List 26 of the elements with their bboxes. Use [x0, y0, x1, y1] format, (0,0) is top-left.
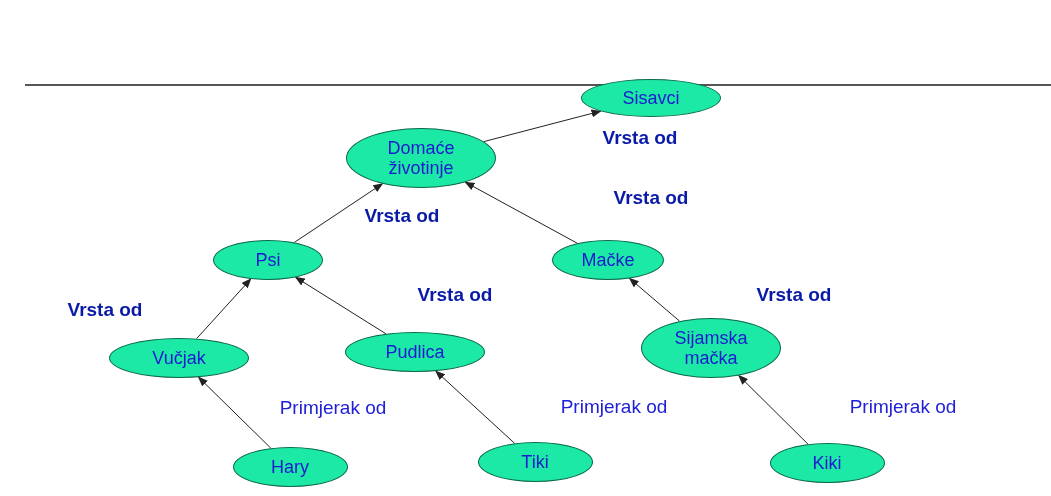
- edge-label: Vrsta od: [756, 282, 832, 307]
- node-label: Tiki: [521, 452, 549, 472]
- node-label: Sisavci: [622, 88, 680, 108]
- node-label: Hary: [271, 457, 309, 477]
- node-label: Psi: [255, 250, 281, 270]
- edge-label: Primjerak od: [279, 395, 387, 420]
- node-label: Vučjak: [152, 348, 206, 368]
- node-label: Pudlica: [385, 342, 445, 362]
- edge-label: Vrsta od: [602, 125, 678, 150]
- node-label: Kiki: [812, 453, 842, 473]
- edge-label: Vrsta od: [364, 203, 440, 228]
- edge-label: Vrsta od: [613, 185, 689, 210]
- edge-label: Vrsta od: [67, 297, 143, 322]
- arrow: [483, 109, 602, 143]
- arrow: [196, 278, 252, 340]
- node-label: Domaće životinje: [386, 138, 456, 178]
- node-label: Sijamska mačka: [673, 328, 749, 368]
- arrow: [293, 183, 384, 243]
- arrow: [738, 374, 809, 445]
- arrow: [435, 370, 516, 444]
- arrow: [197, 376, 272, 449]
- arrow: [464, 181, 578, 244]
- node-label: Mačke: [581, 250, 635, 270]
- edge-label: Primjerak od: [849, 394, 957, 419]
- edge-label: Primjerak od: [560, 394, 668, 419]
- edge-label: Vrsta od: [417, 282, 493, 307]
